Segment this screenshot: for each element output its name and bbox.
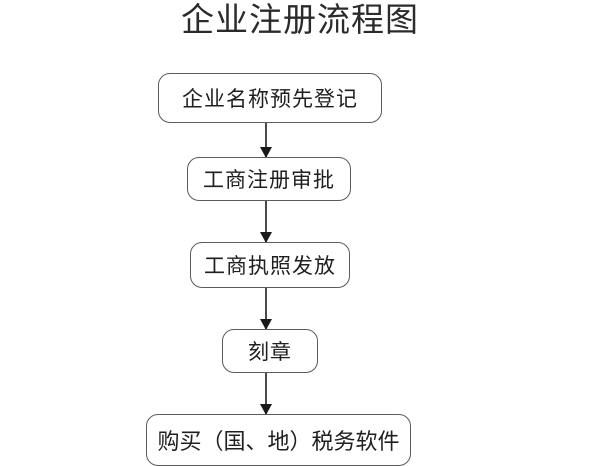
arrow-down-icon	[260, 319, 272, 330]
flow-node-4: 刻章	[222, 329, 318, 373]
flow-connector-3	[260, 288, 272, 330]
flow-node-1-label: 企业名称预先登记	[182, 87, 358, 111]
flow-node-3-label: 工商执照发放	[204, 254, 336, 278]
flow-node-5-label: 购买（国、地）税务软件	[157, 429, 400, 454]
flow-node-4-label: 刻章	[248, 340, 292, 364]
flow-node-1: 企业名称预先登记	[158, 73, 382, 123]
flow-node-3: 工商执照发放	[190, 242, 350, 288]
flow-connector-1	[260, 123, 272, 158]
flow-node-2-label: 工商注册审批	[203, 168, 335, 192]
page-title: 企业注册流程图	[181, 3, 419, 39]
arrow-down-icon	[260, 404, 272, 415]
flow-node-5: 购买（国、地）税务软件	[146, 414, 411, 466]
arrow-down-icon	[260, 232, 272, 243]
flow-connector-2	[260, 201, 272, 243]
flow-connector-4	[260, 373, 272, 415]
flow-node-2: 工商注册审批	[187, 157, 351, 201]
arrow-down-icon	[260, 147, 272, 158]
